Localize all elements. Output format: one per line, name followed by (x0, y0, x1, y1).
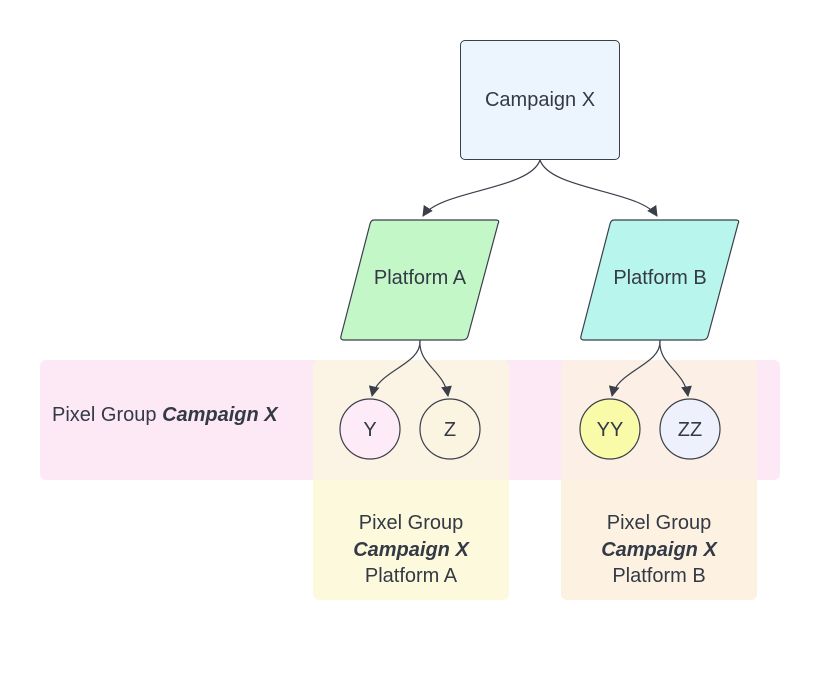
pixel-group-prefix: Pixel Group (52, 404, 163, 426)
edge-campaign-platform-b (539, 159, 658, 217)
pg-a-line2: Campaign X (353, 538, 469, 561)
pixel-y-node[interactable]: Y (339, 398, 401, 460)
pixel-group-platform-b-label: Pixel Group Campaign X Platform B (561, 510, 757, 590)
pg-b-line3: Platform B (612, 565, 706, 587)
pixel-group-platform-a-label: Pixel Group Campaign X Platform A (313, 510, 509, 590)
pixel-zz-node[interactable]: ZZ (659, 398, 721, 460)
pg-a-line1: Pixel Group (358, 512, 464, 534)
platform-b-label: Platform B (613, 267, 706, 289)
pg-b-line2: Campaign X (601, 538, 717, 561)
pixel-yy-node[interactable]: YY (579, 398, 641, 460)
platform-a-label: Platform A (374, 267, 467, 289)
pixel-z-node[interactable]: Z (419, 398, 481, 460)
pixel-zz-label: ZZ (678, 419, 702, 441)
edge-platform-a-y (368, 339, 421, 398)
platform-a-node[interactable]: Platform A (340, 219, 500, 341)
pixel-group-campaign-name: Campaign X (162, 404, 278, 426)
edge-platform-b-yy (608, 339, 661, 398)
pixel-y-label: Y (363, 419, 376, 441)
campaign-node[interactable]: Campaign X (460, 40, 620, 160)
campaign-node-label: Campaign X (484, 88, 596, 111)
pg-b-line1: Pixel Group (606, 512, 712, 534)
pixel-group-campaign-label: Pixel Group Campaign X (52, 404, 278, 427)
edge-platform-a-z (419, 339, 452, 398)
pg-a-line3: Platform A (364, 565, 458, 587)
pixel-yy-label: YY (597, 419, 624, 441)
edge-platform-b-zz (659, 339, 692, 398)
pixel-z-label: Z (444, 419, 456, 441)
platform-b-node[interactable]: Platform B (580, 219, 740, 341)
edge-campaign-platform-a (422, 159, 541, 217)
